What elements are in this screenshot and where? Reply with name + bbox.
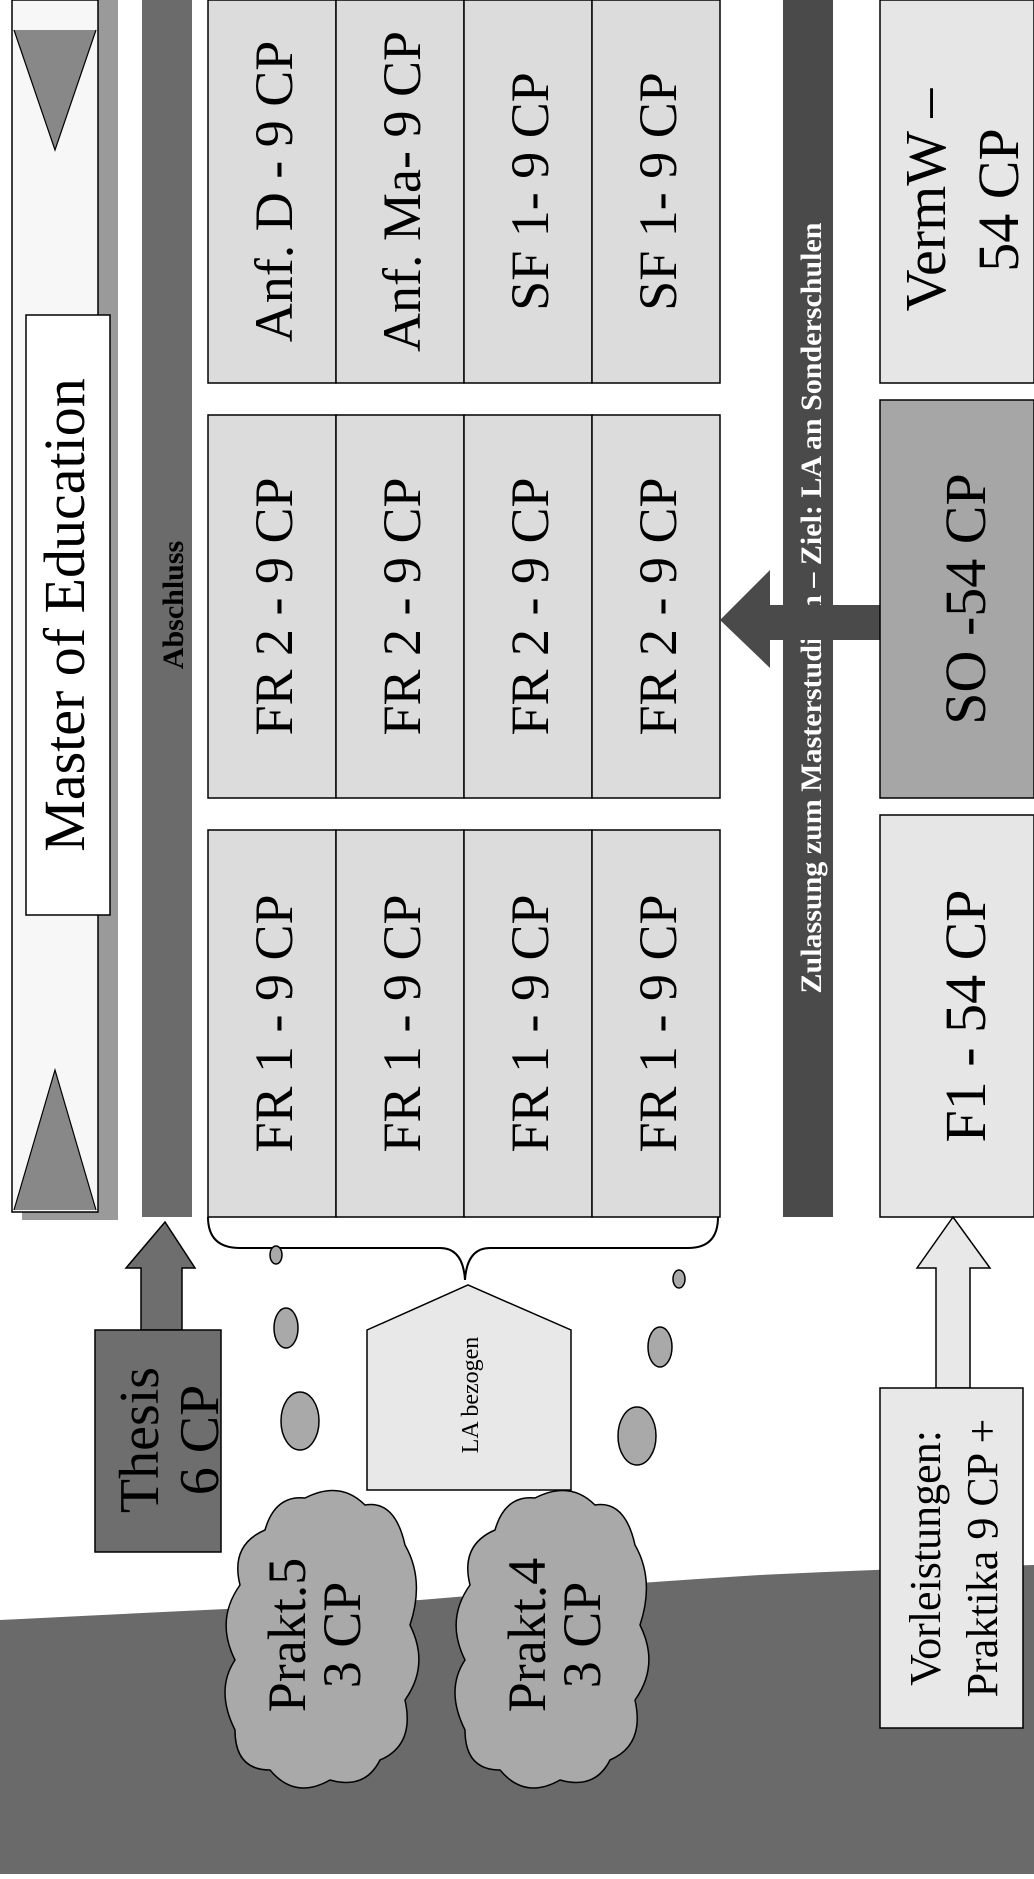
module-cell-fr1-1 (207, 829, 337, 1218)
thesis-line1: Thesis (109, 1367, 171, 1513)
box-so: SO -54 CP (933, 473, 998, 724)
module-cell-fr2-3 (463, 414, 593, 799)
cloud-prakt5: Prakt.5 3 CP (224, 1489, 420, 1789)
module-cell-right-1 (207, 0, 337, 384)
module-label-fr1-2: FR 1 - 9 CP (372, 894, 432, 1152)
bubbles (269, 1245, 686, 1466)
banner-title: Master of Education (32, 378, 97, 852)
box-f1: F1 - 54 CP (933, 889, 998, 1142)
prakt4-line1: Prakt.4 (497, 1558, 557, 1713)
thesis-block: Thesis 6 CP (94, 1220, 231, 1553)
module-label-fr2-2: FR 2 - 9 CP (372, 477, 432, 735)
module-cell-right-2 (335, 0, 465, 384)
module-cell-fr1-4 (591, 829, 721, 1218)
prakt5-line1: Prakt.5 (257, 1558, 317, 1713)
banner: Master of Education (11, 0, 118, 1220)
cloud-prakt4: Prakt.4 3 CP (454, 1489, 650, 1789)
la-box-label: LA bezogen (458, 1337, 484, 1454)
thesis-line2: 6 CP (169, 1385, 231, 1496)
prakt4-line2: 3 CP (552, 1582, 612, 1689)
vorleistungen-block: Vorleistungen: Praktika 9 CP + (879, 1215, 1024, 1729)
module-label-fr1-3: FR 1 - 9 CP (500, 894, 560, 1152)
module-label-right-3: SF 1- 9 CP (500, 72, 560, 311)
abschluss-label: Abschluss (157, 541, 190, 669)
module-cell-fr1-3 (463, 829, 593, 1218)
module-label-right-2: Anf. Ma- 9 CP (372, 31, 432, 352)
bottom-boxes: F1 - 54 CP SO -54 CP VermW – 54 CP (879, 0, 1034, 1218)
module-label-fr2-3: FR 2 - 9 CP (500, 477, 560, 735)
module-label-fr1-4: FR 1 - 9 CP (628, 894, 688, 1152)
box-vermw-line2: 54 CP (966, 128, 1031, 271)
module-cell-fr2-4 (591, 414, 721, 799)
module-grid: FR 1 - 9 CP FR 1 - 9 CP FR 1 - 9 CP FR 1 - … (207, 0, 721, 1218)
box-vermw-line1: VermW – (893, 88, 958, 312)
la-box: LA bezogen (366, 1284, 572, 1491)
vorleistungen-line2: Praktika 9 CP + (958, 1419, 1007, 1698)
prakt5-line2: 3 CP (312, 1582, 372, 1689)
vorleistungen-line1: Vorleistungen: (901, 1430, 950, 1686)
abschluss-bar (142, 0, 192, 1217)
module-label-fr2-4: FR 2 - 9 CP (628, 477, 688, 735)
module-label-fr1-1: FR 1 - 9 CP (244, 894, 304, 1152)
module-cell-fr2-2 (335, 414, 465, 799)
curly-brace (207, 1216, 719, 1281)
module-cell-fr2-1 (207, 414, 337, 799)
module-cell-fr1-2 (335, 829, 465, 1218)
module-label-right-4: SF 1- 9 CP (628, 72, 688, 311)
module-label-right-1: Anf. D - 9 CP (244, 41, 304, 343)
module-label-fr2-1: FR 2 - 9 CP (244, 477, 304, 735)
module-cell-right-4 (591, 0, 721, 384)
module-cell-right-3 (463, 0, 593, 384)
arrow-so-to-fr2 (720, 570, 880, 668)
